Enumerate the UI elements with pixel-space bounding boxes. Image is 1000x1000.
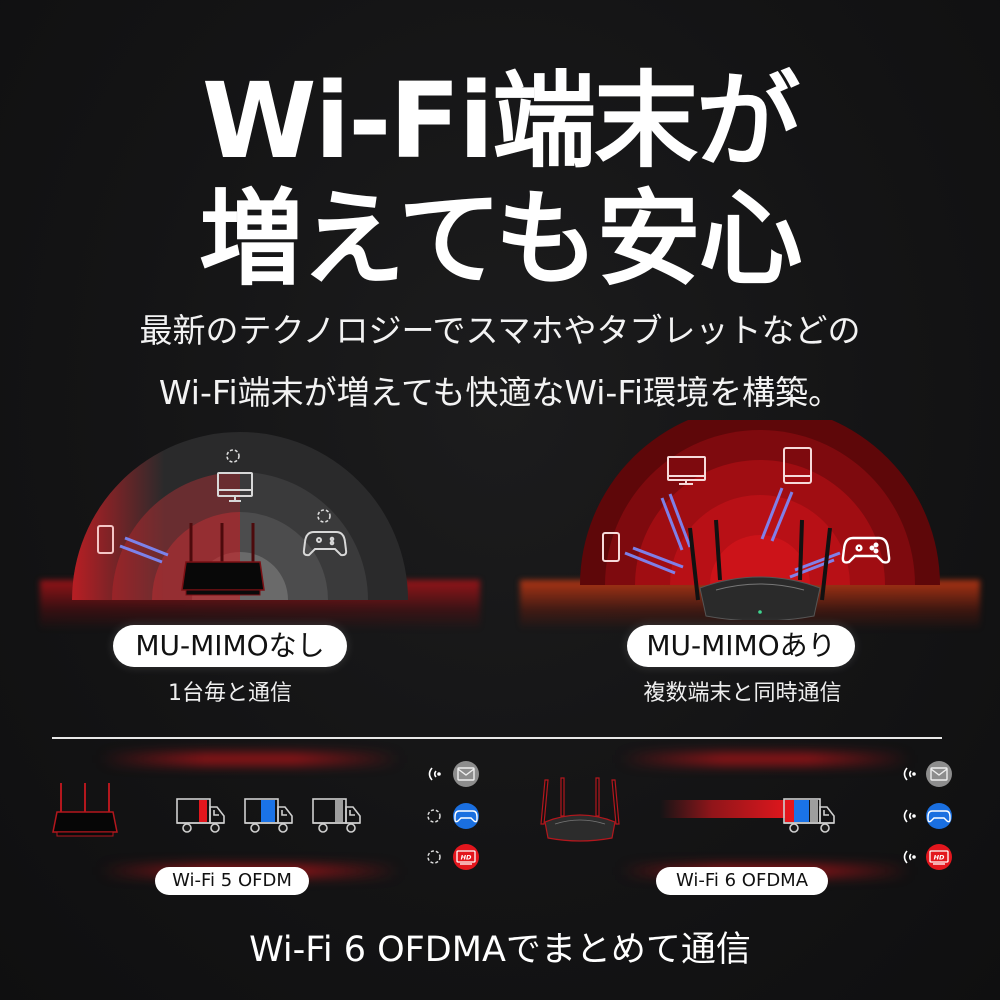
headline-line-1: Wi-Fi端末が [201,60,800,182]
wifi5-ofdm-label: Wi-Fi 5 OFDM [155,867,309,895]
glow-band [620,754,910,764]
router-wifi6-icon [688,519,832,620]
glow-band [100,754,400,764]
mu-mimo-off-illustration [72,432,408,600]
gamepad-icon [841,536,891,564]
mail-icon [926,761,952,787]
subtitle-line-1: 最新のテクノロジーでスマホやタブレットなどの [139,311,861,350]
speed-trail [660,800,790,818]
subtitle-line-2: Wi-Fi端末が増えても快適なWi-Fi環境を構築。 [158,373,842,412]
truck-icon [176,798,225,833]
app-status-column-wifi6: HD [903,761,952,870]
tablet-icon [783,447,812,484]
signal-icon [903,767,916,781]
mu-mimo-on-illustration [580,420,940,620]
smartphone-icon [602,532,620,562]
truck-icon [312,798,361,833]
truck-icon [244,798,293,833]
router-wifi5-icon [181,523,265,596]
monitor-icon [217,472,253,502]
subtitle: 最新のテクノロジーでスマホやタブレットなどの Wi-Fi端末が増えても快適なWi… [0,300,1000,424]
svg-text:HD: HD [461,854,472,862]
gamepad-icon [926,803,952,829]
wifi6-ofdma-label: Wi-Fi 6 OFDMA [656,867,828,895]
smartphone-icon [97,525,114,554]
signal-icon [903,850,916,864]
monitor-icon [667,456,706,485]
app-status-column-wifi5: HD [427,761,479,870]
loading-icon [427,850,441,864]
mu-mimo-off-label: MU-MIMOなし [113,625,347,667]
router-wifi5-icon [52,783,118,837]
loading-icon [427,809,441,823]
router-wifi6-icon [540,777,620,842]
gamepad-icon [453,803,479,829]
gamepad-icon [302,531,348,557]
section-divider [52,737,942,739]
truck-icon [783,798,835,833]
mail-icon [453,761,479,787]
signal-icon [428,767,441,781]
signal-icon [903,809,916,823]
headline: Wi-Fi端末が 増えても安心 [0,62,1000,298]
mu-mimo-off-caption: 1台毎と通信 [168,681,292,706]
truck-row-wifi5 [176,798,361,833]
mu-mimo-on-caption: 複数端末と同時通信 [643,681,842,706]
mu-mimo-on-label: MU-MIMOあり [627,625,855,667]
headline-line-2: 増えても安心 [199,178,803,300]
footer-text: Wi-Fi 6 OFDMAでまとめて通信 [249,930,751,970]
svg-text:HD: HD [934,854,945,862]
